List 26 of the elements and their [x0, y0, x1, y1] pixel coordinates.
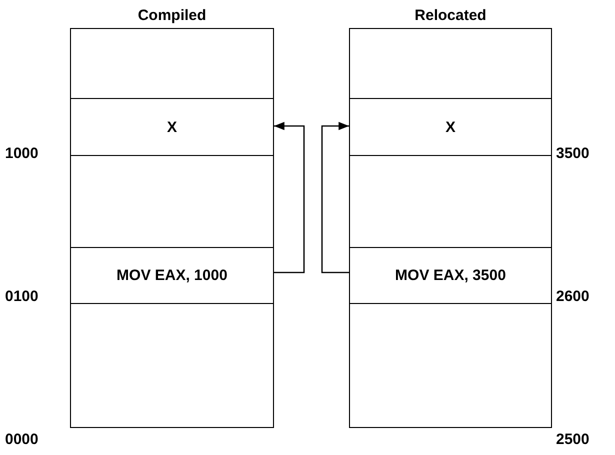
memory-segment: [70, 28, 274, 99]
address-label: 2600: [556, 288, 590, 306]
memory-column: [349, 6, 552, 428]
memory-segment: [349, 247, 552, 304]
memory-segment: [70, 155, 274, 248]
column-heading: Compiled: [136, 6, 208, 26]
memory-segment: [349, 98, 552, 156]
address-label: 3500: [556, 145, 590, 163]
address-label: 0000: [5, 431, 38, 449]
segment-label: X: [166, 118, 177, 136]
address-label: 0100: [5, 288, 38, 306]
column-heading: Relocated: [414, 6, 488, 26]
address-label: 2500: [556, 431, 590, 449]
arrow: [321, 122, 349, 274]
memory-segment: [70, 247, 274, 304]
memory-segment: [349, 28, 552, 99]
memory-segment: [349, 303, 552, 428]
segment-label: MOV EAX, 3500: [395, 267, 506, 284]
memory-segment: [70, 303, 274, 428]
arrow: [274, 122, 305, 274]
segment-label: X: [445, 118, 456, 136]
segment-label: MOV EAX, 1000: [116, 267, 228, 284]
memory-segment: [70, 98, 274, 156]
memory-segment: [349, 155, 552, 248]
memory-column: [70, 6, 274, 428]
address-label: 1000: [5, 145, 38, 163]
